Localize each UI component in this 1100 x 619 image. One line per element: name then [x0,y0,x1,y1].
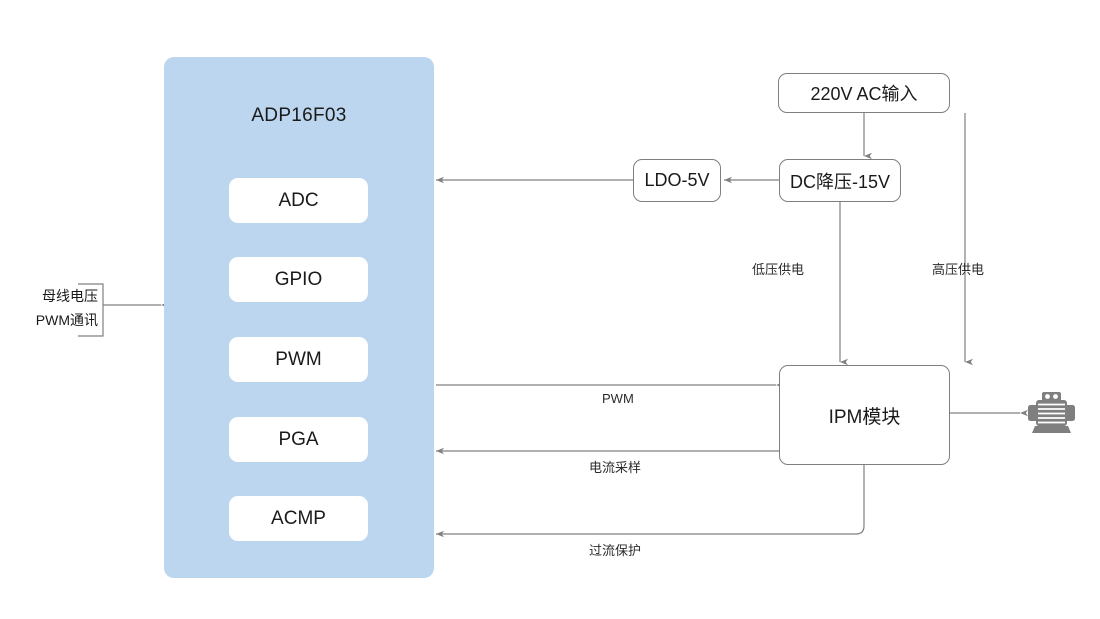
label-pwm-signal: PWM [602,391,634,406]
motor-icon [1026,392,1080,436]
ipm-module-box[interactable]: IPM模块 [779,365,950,465]
ac-input-box[interactable]: 220V AC输入 [778,73,950,113]
mcu-module-pga[interactable]: PGA [229,417,368,462]
mcu-module-gpio[interactable]: GPIO [229,257,368,302]
mcu-title: ADP16F03 [251,105,347,126]
mcu-module-acmp[interactable]: ACMP [229,496,368,541]
mcu-block[interactable] [164,57,434,578]
wire-overcurrent-protection [436,465,865,538]
label-high-voltage-supply: 高压供电 [932,262,985,277]
mcu-module-pwm[interactable]: PWM [229,337,368,382]
mcu-module-adc[interactable]: ADC [229,178,368,223]
dc-buck-box[interactable]: DC降压-15V [779,159,901,202]
label-current-sampling: 电流采样 [589,460,642,475]
label-overcurrent-protection: 过流保护 [589,543,642,558]
label-pwm-comm: PWM通讯 [35,312,98,328]
ldo-5v-box[interactable]: LDO-5V [633,159,721,202]
label-low-voltage-supply: 低压供电 [752,262,805,277]
label-bus-voltage: 母线电压 [42,288,98,304]
